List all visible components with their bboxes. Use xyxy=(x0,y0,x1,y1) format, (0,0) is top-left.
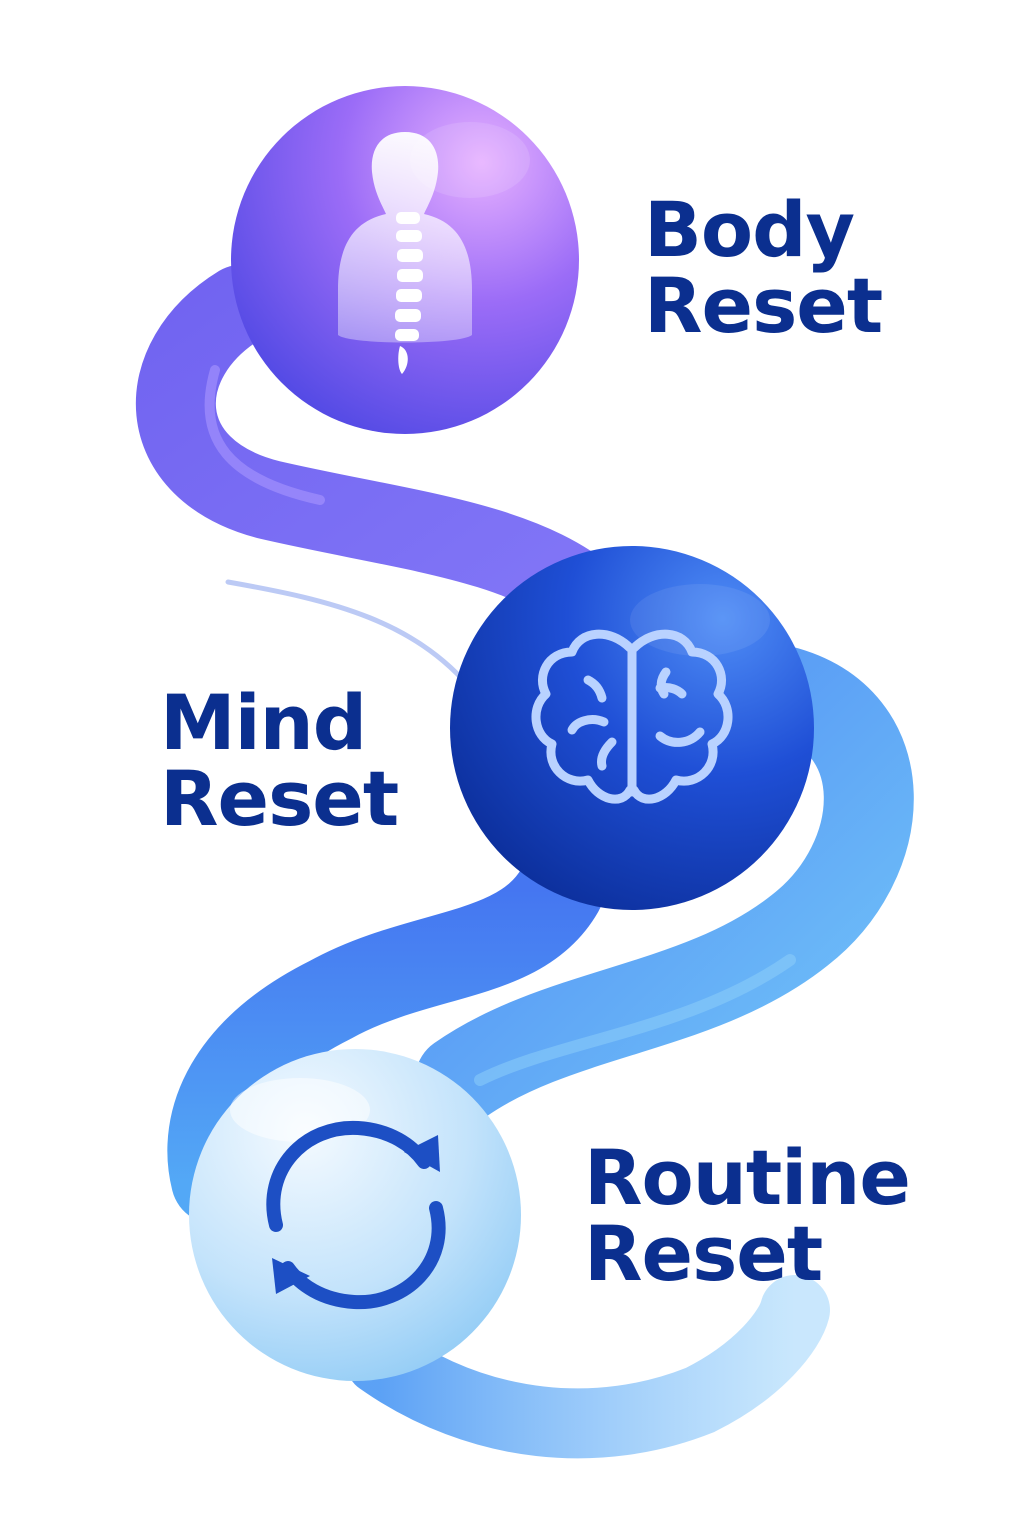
routine-reset-label-line2: Reset xyxy=(584,1209,823,1298)
brain-icon xyxy=(531,629,733,804)
spine-silhouette-icon xyxy=(338,132,472,374)
ribbon-routine-tail xyxy=(345,1275,830,1459)
flow-ribbons xyxy=(135,265,914,1459)
refresh-cycle-icon xyxy=(266,1120,446,1310)
mind-reset-label-line2: Reset xyxy=(160,754,399,843)
refresh-arrowhead-top xyxy=(404,1135,440,1172)
ribbon-highlight-2 xyxy=(474,954,796,1086)
routine-reset-sphere xyxy=(189,1049,521,1381)
mind-reset-sphere xyxy=(450,546,814,910)
mind-reset-label-line1: Mind xyxy=(160,678,367,767)
ribbon-mind-to-routine xyxy=(167,846,604,1224)
mind-reset-label: Mind Reset xyxy=(160,678,399,843)
body-reset-label-line2: Reset xyxy=(644,261,883,350)
body-reset-label: Body Reset xyxy=(644,185,883,350)
ribbon-mind-right-loop xyxy=(415,645,914,1125)
ribbon-body-to-mind xyxy=(135,265,630,640)
ribbon-highlight-1 xyxy=(204,365,325,505)
refresh-arrowhead-bottom xyxy=(272,1258,310,1294)
routine-reset-label-line1: Routine xyxy=(584,1133,911,1222)
body-reset-label-line1: Body xyxy=(644,185,855,274)
ribbon-thin-swoosh xyxy=(225,579,483,703)
body-reset-sphere xyxy=(231,86,579,434)
routine-reset-label: Routine Reset xyxy=(584,1133,911,1298)
